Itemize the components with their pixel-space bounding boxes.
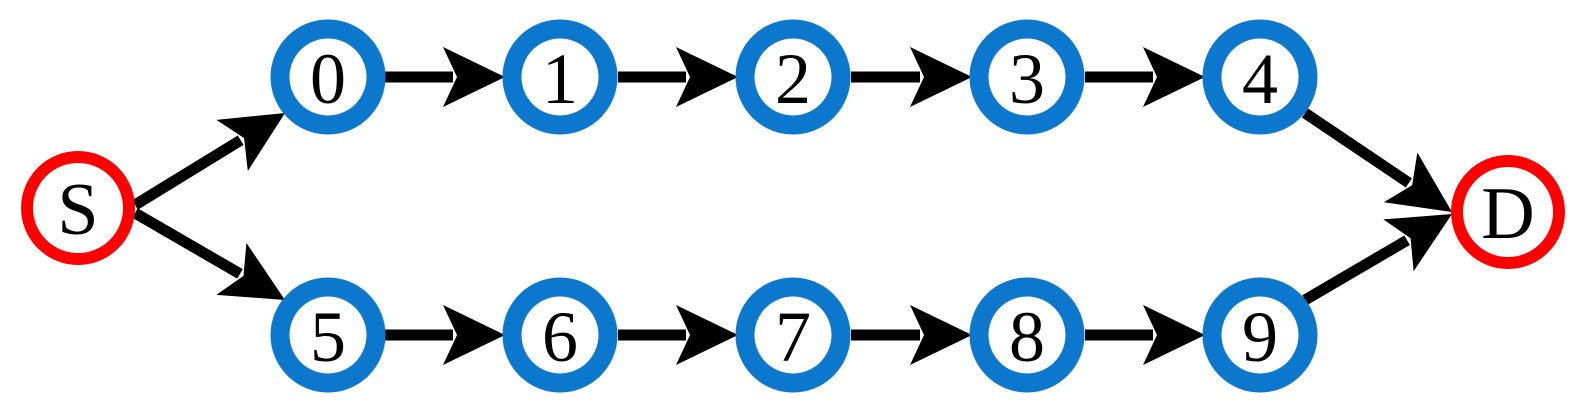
node-label-8: 8: [1009, 297, 1045, 377]
edge-9-to-D: [1302, 214, 1452, 305]
node-D[interactable]: D: [1451, 155, 1565, 269]
node-circle-D[interactable]: [1451, 155, 1565, 269]
node-label-3: 3: [1009, 39, 1045, 119]
edge-3-to-4: [1085, 47, 1205, 107]
node-3[interactable]: 3: [969, 19, 1085, 135]
arrow-head-icon: [216, 113, 285, 171]
edge-7-to-8: [851, 305, 972, 365]
arrow-head-icon: [1143, 305, 1205, 365]
edge-8-to-9: [1085, 305, 1205, 365]
edge-5-to-6: [385, 305, 505, 365]
edge-0-to-1: [385, 47, 505, 107]
node-label-4: 4: [1242, 39, 1278, 119]
edge-2-to-3: [851, 47, 972, 107]
node-circle-6[interactable]: [502, 277, 618, 393]
node-label-6: 6: [542, 297, 578, 377]
edge-4-to-D: [1301, 108, 1452, 212]
edge-6-to-7: [618, 305, 738, 365]
edge-shaft: [132, 135, 244, 210]
node-8[interactable]: 8: [969, 277, 1085, 393]
node-1[interactable]: 1: [502, 19, 618, 135]
arrow-head-icon: [910, 305, 972, 365]
edge-S-to-0: [132, 113, 285, 210]
node-label-1: 1: [542, 39, 578, 119]
node-circle-3[interactable]: [969, 19, 1085, 135]
edge-shaft: [132, 208, 243, 279]
node-label-5: 5: [310, 297, 346, 377]
arrow-head-icon: [443, 47, 505, 107]
node-label-0: 0: [310, 39, 346, 119]
edge-S-to-5: [132, 208, 285, 300]
arrow-head-icon: [1383, 214, 1452, 272]
node-7[interactable]: 7: [735, 277, 851, 393]
node-4[interactable]: 4: [1202, 19, 1318, 135]
node-circle-1[interactable]: [502, 19, 618, 135]
edge-1-to-2: [618, 47, 738, 107]
nodes-layer: S 0 1 2 3 4 5 6 7 8 9 D: [21, 19, 1565, 393]
arrow-head-icon: [1143, 47, 1205, 107]
edge-shaft: [1301, 108, 1412, 188]
node-circle-0[interactable]: [270, 19, 386, 135]
arrow-head-icon: [443, 305, 505, 365]
node-circle-8[interactable]: [969, 277, 1085, 393]
node-label-S: S: [57, 169, 98, 251]
node-circle-5[interactable]: [270, 277, 386, 393]
node-5[interactable]: 5: [270, 277, 386, 393]
node-circle-S[interactable]: [21, 151, 135, 265]
edge-shaft: [1302, 235, 1410, 305]
edges-layer: [132, 47, 1452, 365]
arrow-head-icon: [1383, 152, 1452, 212]
node-2[interactable]: 2: [735, 19, 851, 135]
arrow-head-icon: [216, 242, 285, 300]
node-label-9: 9: [1242, 297, 1278, 377]
arrow-head-icon: [676, 305, 738, 365]
node-circle-2[interactable]: [735, 19, 851, 135]
node-label-D: D: [1481, 173, 1534, 255]
node-9[interactable]: 9: [1202, 277, 1318, 393]
node-circle-7[interactable]: [735, 277, 851, 393]
node-circle-4[interactable]: [1202, 19, 1318, 135]
node-circle-9[interactable]: [1202, 277, 1318, 393]
node-label-2: 2: [775, 39, 811, 119]
node-S[interactable]: S: [21, 151, 135, 265]
node-label-7: 7: [775, 297, 811, 377]
node-6[interactable]: 6: [502, 277, 618, 393]
arrow-head-icon: [676, 47, 738, 107]
arrow-head-icon: [910, 47, 972, 107]
node-0[interactable]: 0: [270, 19, 386, 135]
